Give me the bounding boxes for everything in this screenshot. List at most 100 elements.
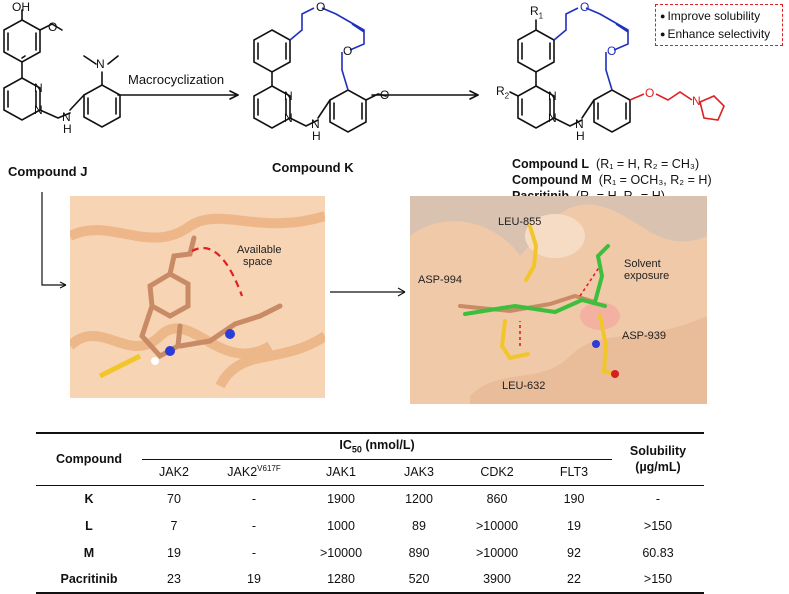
atom-n-pyrimidine-k1: N	[284, 89, 293, 103]
compound-k-pyrimidine-ring	[253, 85, 291, 129]
table-cell: 19	[167, 545, 181, 560]
table-cell: 7	[170, 518, 178, 533]
oxygen-atom-marker	[611, 370, 619, 378]
compound-j-pyrimidine-ring	[3, 77, 41, 121]
table-cell: 19	[567, 518, 581, 533]
atom-o-ethoxy: O	[645, 86, 655, 100]
compound-k-label: Compound K	[272, 160, 354, 175]
table-cell: -	[251, 491, 257, 506]
row-compound-cell: K	[84, 491, 94, 506]
atom-o-linker-l2: O	[607, 44, 617, 58]
table-cell: 92	[567, 545, 581, 560]
table-row: L 7 - 1000 89 >10000 19 >150	[36, 512, 704, 539]
row-compound-cell: L	[85, 518, 93, 533]
compound-column-header: Compound	[36, 432, 142, 486]
row-compound-cell: M	[83, 545, 95, 560]
table-cell: 22	[567, 572, 581, 586]
table-cell: 890	[408, 545, 430, 560]
solubility-cell: 60.83	[642, 545, 674, 560]
atom-o-linker-k1: O	[316, 0, 326, 14]
table-cell: 1900	[327, 491, 355, 506]
table-cell: 860	[486, 491, 508, 506]
compound-lmp-phenyl-ring	[517, 29, 555, 73]
available-space-arc	[191, 246, 244, 297]
nitrogen-atom-marker	[592, 340, 600, 348]
column-header-cdk2: CDK2	[480, 465, 514, 479]
table-cell: -	[251, 518, 257, 533]
compound-k-aniline-ring	[329, 89, 367, 133]
table-cell: 190	[563, 491, 585, 506]
table-cell: 520	[408, 572, 430, 586]
atom-h-amine-j: H	[63, 122, 72, 136]
table-cell: >10000	[475, 545, 519, 560]
compound-lmp-aniline-ring	[593, 89, 631, 133]
atom-o-methoxy-k: O	[380, 88, 390, 102]
ic50-table: Compound IC50 (nmol/L) Solubility(µg/mL)…	[36, 432, 704, 594]
docking-right-render	[410, 204, 707, 404]
nitrogen-atom-marker	[165, 346, 175, 356]
pyrrolidine-ring	[699, 95, 725, 121]
row-compound-cell: Pacritinib	[60, 572, 118, 586]
residue-label-leu855: LEU-855	[498, 216, 542, 228]
compound-k-phenyl-ring	[253, 29, 291, 73]
macrocyclization-label: Macrocyclization	[128, 72, 225, 87]
atom-o-linker-l1: O	[580, 0, 590, 14]
atom-n-pyrimidine-l2: N	[548, 111, 557, 125]
atom-r1-label: R1	[530, 4, 544, 21]
table-cell: 3900	[483, 572, 511, 586]
atom-n-pyrimidine-k2: N	[284, 111, 293, 125]
design-goals-callout: Improve solubility Enhance selectivity	[655, 4, 783, 46]
macrocycle-linker	[289, 7, 629, 91]
table-row: M 19 - >10000 890 >10000 92 60.83	[36, 539, 704, 566]
residue-label-asp994: ASP-994	[418, 274, 463, 286]
atom-oh-label: OH	[12, 0, 30, 14]
table-cell: 1200	[405, 491, 433, 506]
table-cell: 1280	[327, 572, 355, 586]
table-cell: 23	[167, 572, 181, 586]
compound-j-phenyl-ring	[3, 19, 41, 63]
atom-n-pyrrolidine: N	[692, 94, 701, 108]
solubility-cell: >150	[643, 518, 673, 533]
atom-n-pyrimidine-j1: N	[34, 81, 43, 95]
hydrogen-atom-marker	[151, 357, 159, 365]
table-cell: 70	[167, 491, 181, 506]
compound-j-aniline-ring	[83, 84, 121, 128]
atom-n-amine-j: N	[62, 110, 71, 124]
column-header-jak1: JAK1	[326, 465, 356, 479]
solubility-cell: >150	[643, 572, 673, 586]
solubility-cell: -	[655, 491, 661, 506]
atom-r2-label: R2	[496, 84, 510, 101]
column-header-jak2-v617f: JAK2V617F	[227, 464, 281, 480]
callout-item-selectivity: Enhance selectivity	[660, 26, 778, 44]
atom-n-amine-l: N	[575, 117, 584, 131]
column-header-jak3: JAK3	[404, 465, 434, 479]
column-header-jak2: JAK2	[159, 465, 189, 479]
table-cell: 19	[247, 572, 261, 586]
table-cell: 1000	[327, 518, 355, 533]
table-row: K 70 - 1900 1200 860 190 -	[36, 485, 704, 512]
pyrrolidine-ethoxy-group	[629, 91, 725, 121]
variant-row-m: Compound M (R₁ = OCH₃, R₂ = H)	[512, 173, 712, 187]
compound-j-label: Compound J	[8, 164, 88, 179]
table-cell: 89	[412, 518, 426, 533]
ic50-header: IC50 (nmol/L)	[142, 432, 612, 460]
variant-row-l: Compound L (R₁ = H, R₂ = CH₃)	[512, 157, 700, 171]
table-cell: >10000	[475, 518, 519, 533]
atom-n-amine-k: N	[311, 117, 320, 131]
column-header-flt3: FLT3	[559, 465, 589, 479]
table-cell: -	[251, 545, 257, 560]
atom-n-pyrimidine-j2: N	[34, 103, 43, 117]
callout-item-solubility: Improve solubility	[660, 8, 778, 26]
atom-n-pyrimidine-l1: N	[548, 89, 557, 103]
atom-n-dimethyl-j: N	[96, 57, 105, 71]
table-row: Pacritinib 23 19 1280 520 3900 22 >150	[36, 566, 704, 593]
atom-o-methoxy-j: O	[48, 20, 58, 34]
residue-label-leu632: LEU-632	[502, 380, 546, 392]
table-cell: >10000	[319, 545, 363, 560]
nitrogen-atom-marker	[225, 329, 235, 339]
